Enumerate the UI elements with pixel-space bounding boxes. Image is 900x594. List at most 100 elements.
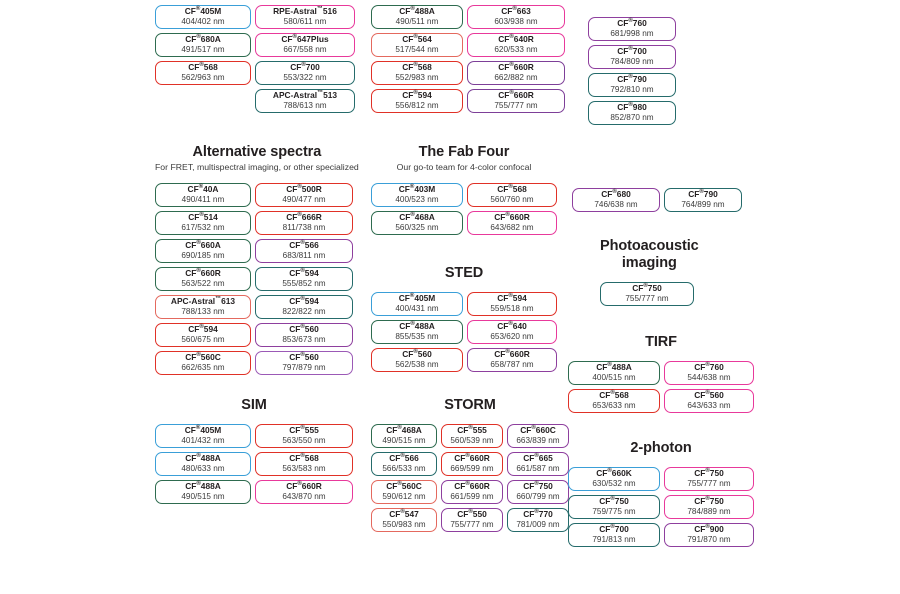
- dye-name: CF®660R: [494, 212, 530, 222]
- dye-name: CF®663: [501, 6, 531, 16]
- trademark-mark: ®: [413, 62, 418, 69]
- dye-name: CF®750: [694, 468, 724, 478]
- dye-spectra: 653/633 nm: [592, 401, 636, 410]
- dye-name: CF®660R: [498, 62, 534, 72]
- trademark-mark: ®: [413, 349, 418, 356]
- dye-spectra: 755/777 nm: [450, 520, 494, 529]
- dye-spectra: 791/813 nm: [592, 535, 636, 544]
- dye-name: CF®568: [289, 453, 319, 463]
- dye-spectra: 490/515 nm: [181, 492, 225, 501]
- trademark-mark: ®: [300, 352, 305, 359]
- dye-name: CF®560: [694, 390, 724, 400]
- dye-name: CF®566: [389, 453, 419, 463]
- trademark-mark: ®: [607, 468, 612, 475]
- dye-spectra: 490/477 nm: [282, 195, 326, 204]
- dye-name: CF®488A: [399, 321, 435, 331]
- trademark-mark: ®: [297, 184, 302, 191]
- dye-name: CF®500R: [286, 184, 322, 194]
- dye-spectra: 759/775 nm: [592, 507, 636, 516]
- trademark-mark: ®: [198, 184, 204, 191]
- dye-name: CF®405M: [184, 425, 222, 435]
- dye-spectra: 490/411 nm: [181, 195, 225, 204]
